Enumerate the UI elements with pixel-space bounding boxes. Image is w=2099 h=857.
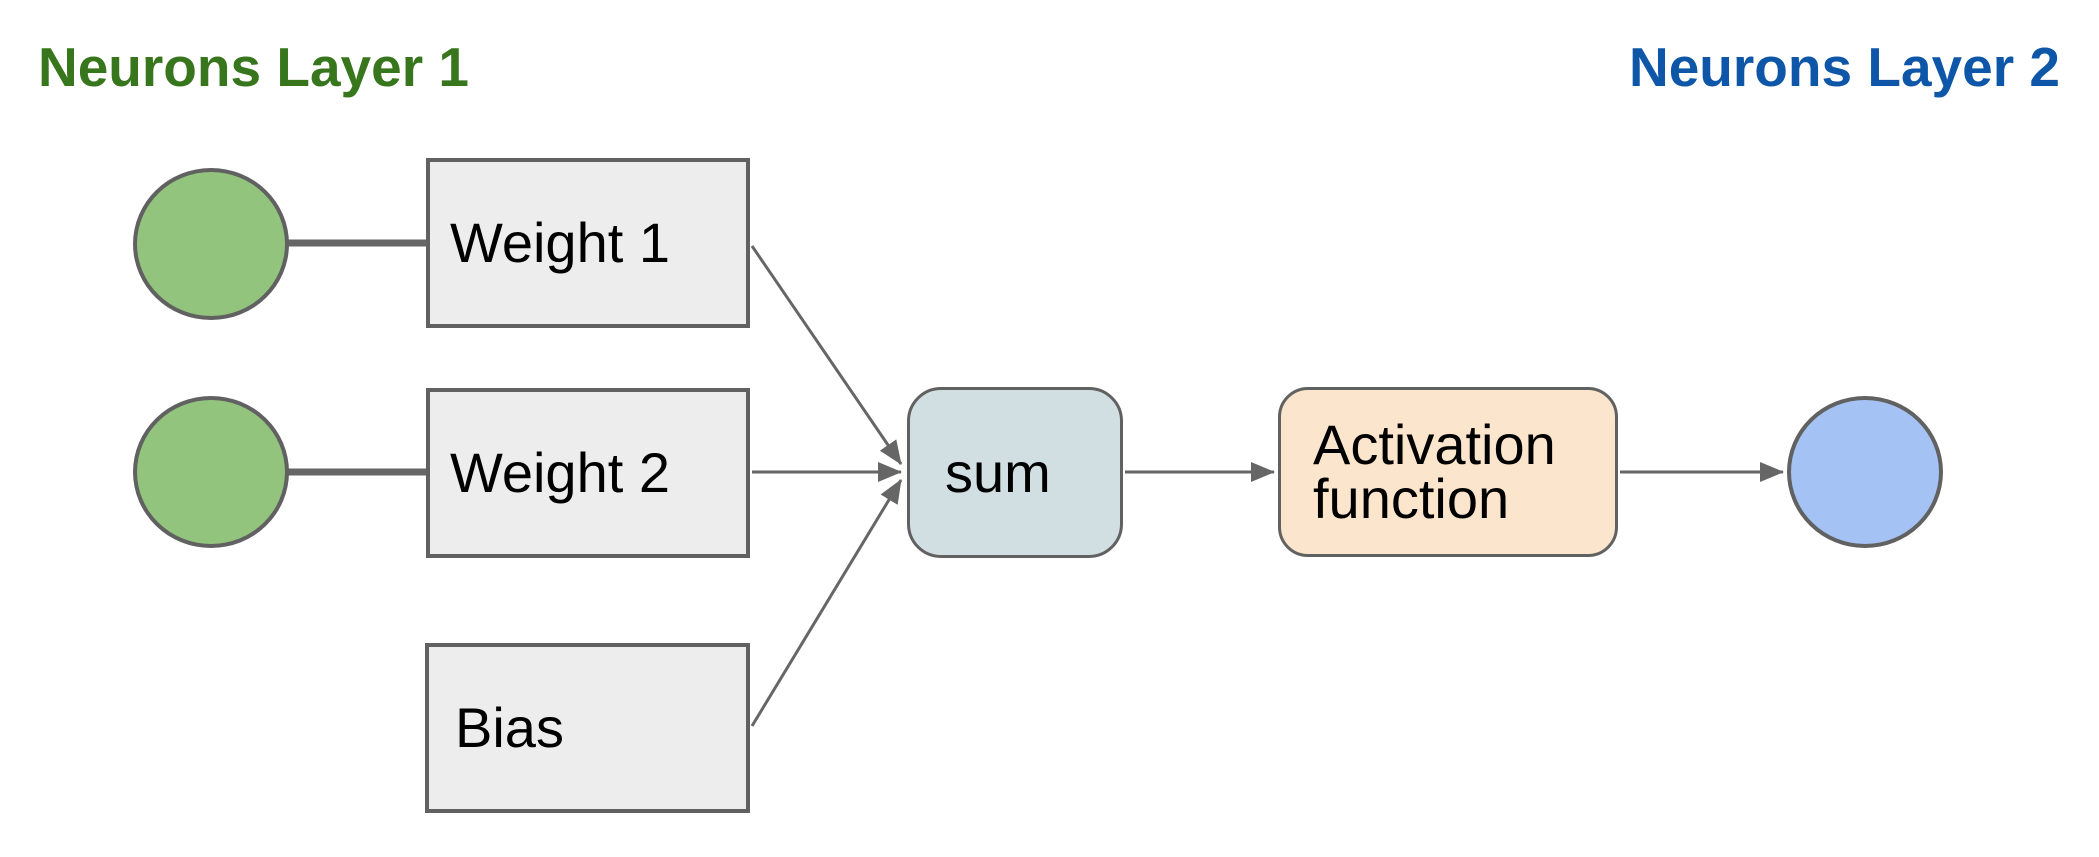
edge-weight1-sum	[750, 245, 903, 465]
sum-label: sum	[945, 440, 1051, 504]
edge-bias-sum	[750, 479, 903, 727]
bias-label: Bias	[455, 696, 564, 759]
input-neuron-1	[133, 168, 289, 320]
activation-function-label: Activation function	[1313, 413, 1556, 530]
weight1-label: Weight 1	[450, 211, 670, 274]
weight2-label: Weight 2	[450, 441, 670, 504]
activation-function-box: Activation function	[1278, 387, 1618, 557]
output-neuron	[1787, 396, 1943, 548]
layer2-title: Neurons Layer 2	[1628, 36, 2060, 98]
input-neuron-2	[133, 396, 289, 548]
weight1-box: Weight 1	[426, 158, 750, 328]
sum-box: sum	[907, 387, 1123, 558]
layer1-title: Neurons Layer 1	[38, 36, 470, 98]
weight2-box: Weight 2	[426, 388, 750, 558]
bias-box: Bias	[425, 643, 750, 813]
